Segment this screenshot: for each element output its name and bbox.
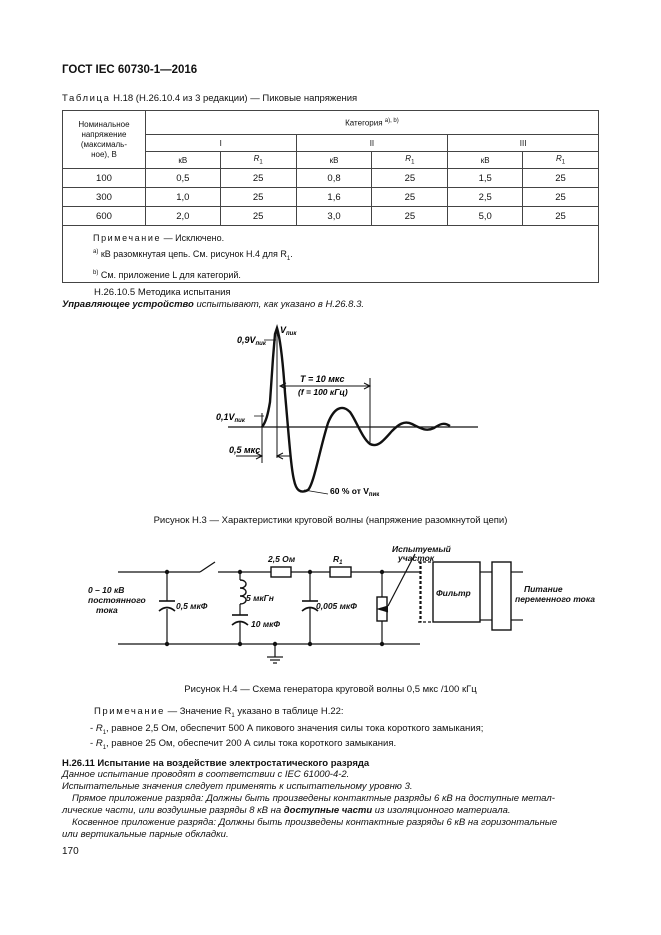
table-cell: 0,8: [295, 168, 373, 188]
category-group-2: II: [295, 134, 449, 152]
label-r1: R1: [333, 554, 343, 566]
table-cell: 3,0: [295, 206, 373, 226]
label-power: Питание: [524, 584, 563, 594]
label-c3: 0,005 мкФ: [316, 601, 357, 611]
label-dut: Испытуемый: [392, 544, 452, 554]
label-01vpik: 0,1Vпик: [216, 412, 246, 424]
table-cell: 0,5: [144, 168, 221, 188]
table-cell: 600: [62, 206, 146, 226]
paragraph-line: Данное испытание проводят в соответствии…: [62, 769, 350, 780]
document-header: ГОСТ IEC 60730-1—2016: [62, 64, 198, 76]
table-row: 600 2,0 25 3,0 25 5,0 25: [62, 206, 599, 226]
label-source-3: тока: [96, 605, 118, 615]
section-heading-h26105: H.26.10.5 Методика испытания: [94, 287, 231, 298]
section-text-h26105: Управляющее устройство испытывают, как у…: [62, 299, 365, 310]
ring-wave-figure: 0,9Vпик Vпик T = 10 мкс (f = 100 кГц) 0,…: [216, 324, 478, 498]
unit-kv: кВ: [447, 151, 524, 169]
table-caption-word: Таблица: [62, 93, 111, 104]
unit-r1: R1: [219, 151, 297, 169]
footnote-a: a) кВ разомкнутая цепь. См. рисунок H.4 …: [93, 249, 293, 262]
category-group-1: I: [144, 134, 297, 152]
resistor-25: [270, 566, 292, 578]
paragraph-line: лические части, или воздушные разряды 8 …: [62, 805, 511, 816]
table-note: Примечание — Исключено.: [93, 233, 225, 243]
resistor-r1: [329, 566, 352, 578]
generator-circuit-figure: 0 – 10 кВ постоянного тока 0,5 мкФ 5 мкГ…: [88, 544, 595, 664]
paragraph-line: или вертикальные парные обкладки.: [62, 829, 229, 840]
label-l1: 5 мкГн: [246, 593, 274, 603]
label-60-percent: 60 % от Vпик: [330, 486, 379, 498]
table-row: 100 0,5 25 0,8 25 1,5 25: [62, 168, 599, 188]
table-cell: 2,0: [144, 206, 221, 226]
unit-r1: R1: [371, 151, 449, 169]
table-cell: 1,0: [144, 187, 221, 207]
switch: [199, 561, 216, 573]
label-c1: 0,5 мкФ: [176, 601, 208, 611]
table-cell: 25: [219, 168, 297, 188]
label-c2: 10 мкФ: [251, 619, 280, 629]
label-rise-time: 0,5 мкс: [229, 445, 260, 455]
table-cell: 5,0: [447, 206, 524, 226]
label-source: 0 – 10 кВ: [88, 585, 124, 595]
table-cell: 25: [219, 187, 297, 207]
table-cell: 25: [371, 206, 449, 226]
table-cell: 100: [62, 168, 146, 188]
label-r25: 2,5 Ом: [267, 554, 296, 564]
ring-wave-curve: [261, 324, 451, 493]
label-09vpik: 0,9Vпик: [237, 335, 267, 347]
table-cell: 1,5: [447, 168, 524, 188]
table-notes: Примечание — Исключено. a) кВ разомкнута…: [62, 225, 599, 283]
section-heading-h2611: H.26.11 Испытание на воздействие электро…: [62, 758, 370, 769]
unit-r1: R1: [522, 151, 599, 169]
figure-h4-caption: Рисунок H.4 — Схема генератора круговой …: [184, 684, 477, 695]
unit-kv: кВ: [295, 151, 373, 169]
figure-h3-caption: Рисунок H.3 — Характеристики круговой во…: [153, 515, 508, 526]
page-number: 170: [62, 846, 79, 857]
label-source-2: постоянного: [88, 595, 146, 605]
category-group-3: III: [447, 134, 599, 152]
figure-note-bullet-1: - R1, равное 2,5 Ом, обеспечит 500 А пик…: [90, 723, 484, 736]
table-cell: 25: [522, 168, 599, 188]
label-dut-2: участок: [397, 553, 435, 563]
paragraph-line: Косвенное приложение разряда: Должны быт…: [72, 817, 558, 828]
table-cell: 300: [62, 187, 146, 207]
table-caption-text: H.18 (H.26.10.4 из 3 редакции) — Пиковые…: [110, 93, 358, 104]
category-header: Категория a), b): [144, 110, 600, 135]
label-period: T = 10 мкс: [300, 374, 345, 384]
unit-kv: кВ: [144, 151, 221, 169]
table-cell: 25: [371, 187, 449, 207]
table-cell: 25: [522, 206, 599, 226]
label-frequency: (f = 100 кГц): [298, 387, 348, 397]
label-vpik: Vпик: [280, 325, 297, 337]
label-power-2: переменного тока: [515, 594, 595, 604]
paragraph-line: Прямое приложение разряда: Должны быть п…: [72, 793, 555, 804]
footnote-b: b) См. приложение L для категорий.: [93, 269, 241, 280]
table-cell: 1,6: [295, 187, 373, 207]
label-filter: Фильтр: [436, 588, 471, 598]
table-cell: 25: [522, 187, 599, 207]
table-cell: 25: [219, 206, 297, 226]
filter-block: [432, 561, 481, 623]
table-caption: Таблица H.18 (H.26.10.4 из 3 редакции) —…: [62, 93, 357, 104]
table-cell: 2,5: [447, 187, 524, 207]
paragraph-line: Испытательные значения следует применять…: [62, 781, 413, 792]
figure-note-bullet-2: - R1, равное 25 Ом, обеспечит 200 А силы…: [90, 738, 397, 751]
table-cell: 25: [371, 168, 449, 188]
table-row: 300 1,0 25 1,6 25 2,5 25: [62, 187, 599, 207]
power-terminal-block: [491, 561, 512, 631]
figure-note: Примечание — Значение R1 указано в табли…: [94, 706, 344, 719]
